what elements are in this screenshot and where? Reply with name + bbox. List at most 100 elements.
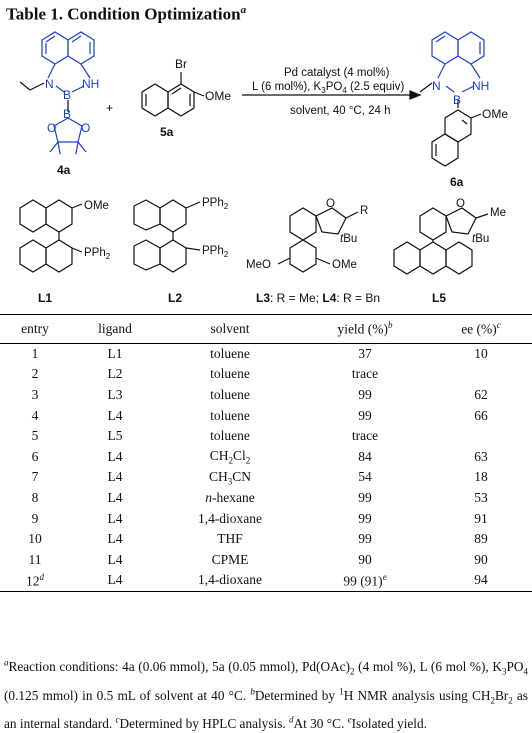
ligand-cell: L4 [107,551,123,567]
header-ee-text: ee (%) [461,321,497,337]
catalyst-condition: Pd catalyst (4 mol%) [284,67,390,79]
naphthyl-6a [431,109,482,167]
solvent-cell: CH2Cl2 [209,447,251,466]
solvent-cell: 1,4-dioxane [197,510,263,526]
ligand-cell: L4 [107,531,123,547]
naphthalene-6a [431,31,485,93]
solvent-cell: THF [217,531,243,547]
entry-cell: 3 [31,386,39,402]
ome-label-5a: OMe [205,89,231,103]
header-yield-text: yield (%) [337,321,389,337]
compound-label-6a: 6a [450,175,464,189]
ee-cell: 66 [474,407,488,423]
l34-tbu-label: tBu [340,233,357,245]
solvent-cell: CPME [211,551,249,567]
entry-cell: 6 [31,448,39,464]
solvent-cell: toluene [210,407,250,423]
ethyl-bond-4a [29,82,45,91]
ee-cell: 91 [474,510,488,526]
l5-tbu-label: tBu [472,233,489,245]
table-header-row: entry ligand solvent yield (%)b ee (%)c [0,314,532,344]
header-entry: entry [0,314,70,344]
solvent-cell: toluene [210,428,250,444]
ligand-l1-structure [19,199,83,273]
b-label-4a: B [63,88,71,102]
nh-label-6a: NH [472,79,489,93]
yield-cell: 99 [358,407,372,423]
footnote-a: aReaction conditions: 4a (0.06 mmol), 5a… [4,658,528,703]
ee-cell: 18 [474,469,488,485]
table-title-text: Table 1. Condition Optimization [6,4,241,24]
l34-meo-label: MeO [246,259,271,271]
yield-cell: 99 [358,489,372,505]
ligand-cell: L2 [107,366,123,382]
ee-cell: 53 [474,489,488,505]
table-title-footnote-mark: a [240,4,247,16]
compound-label-4a: 4a [57,163,71,177]
naphthalene-4a [41,31,95,93]
l1-pph2-label: PPh2 [84,247,111,261]
l1-ome-label: OMe [84,200,109,212]
n-label-4a: N [45,77,54,91]
entry-cell: 9 [31,510,39,526]
solvent-cell: toluene [210,345,250,361]
header-ligand: ligand [70,314,160,344]
entry-cell: 5 [31,428,39,444]
l2-pph2-top-label: PPh2 [202,197,229,211]
table-footnotes: aReaction conditions: 4a (0.06 mmol), 5a… [4,654,528,733]
l2-pph2-bottom-label: PPh2 [202,245,229,259]
solvent-cell: toluene [210,366,250,382]
entry-cell: 10 [28,531,42,547]
ligand-cell: L4 [107,489,123,505]
ligand-l5-structure [393,207,489,275]
header-ee-mark: c [496,320,501,330]
ee-cell [430,364,532,385]
ee-cell: 10 [474,345,488,361]
ligand-label-l3-l4: L3: R = Me; L4: R = Bn [256,291,380,305]
compound-label-5a: 5a [160,125,174,139]
yield-cell: 99 [358,386,372,402]
ee-cell: 90 [474,551,488,567]
ligand-condition: L (6 mol%), K3PO4 (2.5 equiv) [252,81,404,95]
ee-cell: 94 [430,570,532,592]
entry-cell: 7 [31,469,39,485]
reaction-arrowhead [409,90,422,100]
plus-sign: + [106,101,113,115]
ligand-cell: L4 [107,407,123,423]
solvent-condition: solvent, 40 °C, 24 h [290,105,391,117]
entry-cell: 2 [31,366,39,382]
ligand-cell: L4 [107,448,123,464]
ligand-label-l1: L1 [38,291,52,305]
pinacol-ring [49,117,87,155]
b-label-6a: B [453,93,461,107]
header-yield: yield (%)b [300,314,430,344]
yield-cell: trace [351,366,379,382]
ligand-cell: L3 [107,386,123,402]
ee-cell: 63 [474,448,488,464]
yield-cell: 99 (91)e [300,570,430,592]
optimization-table: entry ligand solvent yield (%)b ee (%)c … [0,314,532,592]
l34-ome-label: OMe [332,259,357,271]
ee-cell [430,426,532,447]
l34-r-label: R [360,205,368,217]
ee-cell: 62 [474,386,488,402]
b-label-4a-pin: B [63,107,71,121]
ligand-cell: L4 [70,570,160,592]
solvent-cell: 1,4-dioxane [160,570,300,592]
header-solvent: solvent [160,314,300,344]
yield-cell: trace [351,428,379,444]
ethyl-bond-6a [419,82,433,93]
ligand-l2-structure [133,199,201,273]
entry-cell: 12d [0,570,70,592]
header-ee: ee (%)c [430,314,532,344]
